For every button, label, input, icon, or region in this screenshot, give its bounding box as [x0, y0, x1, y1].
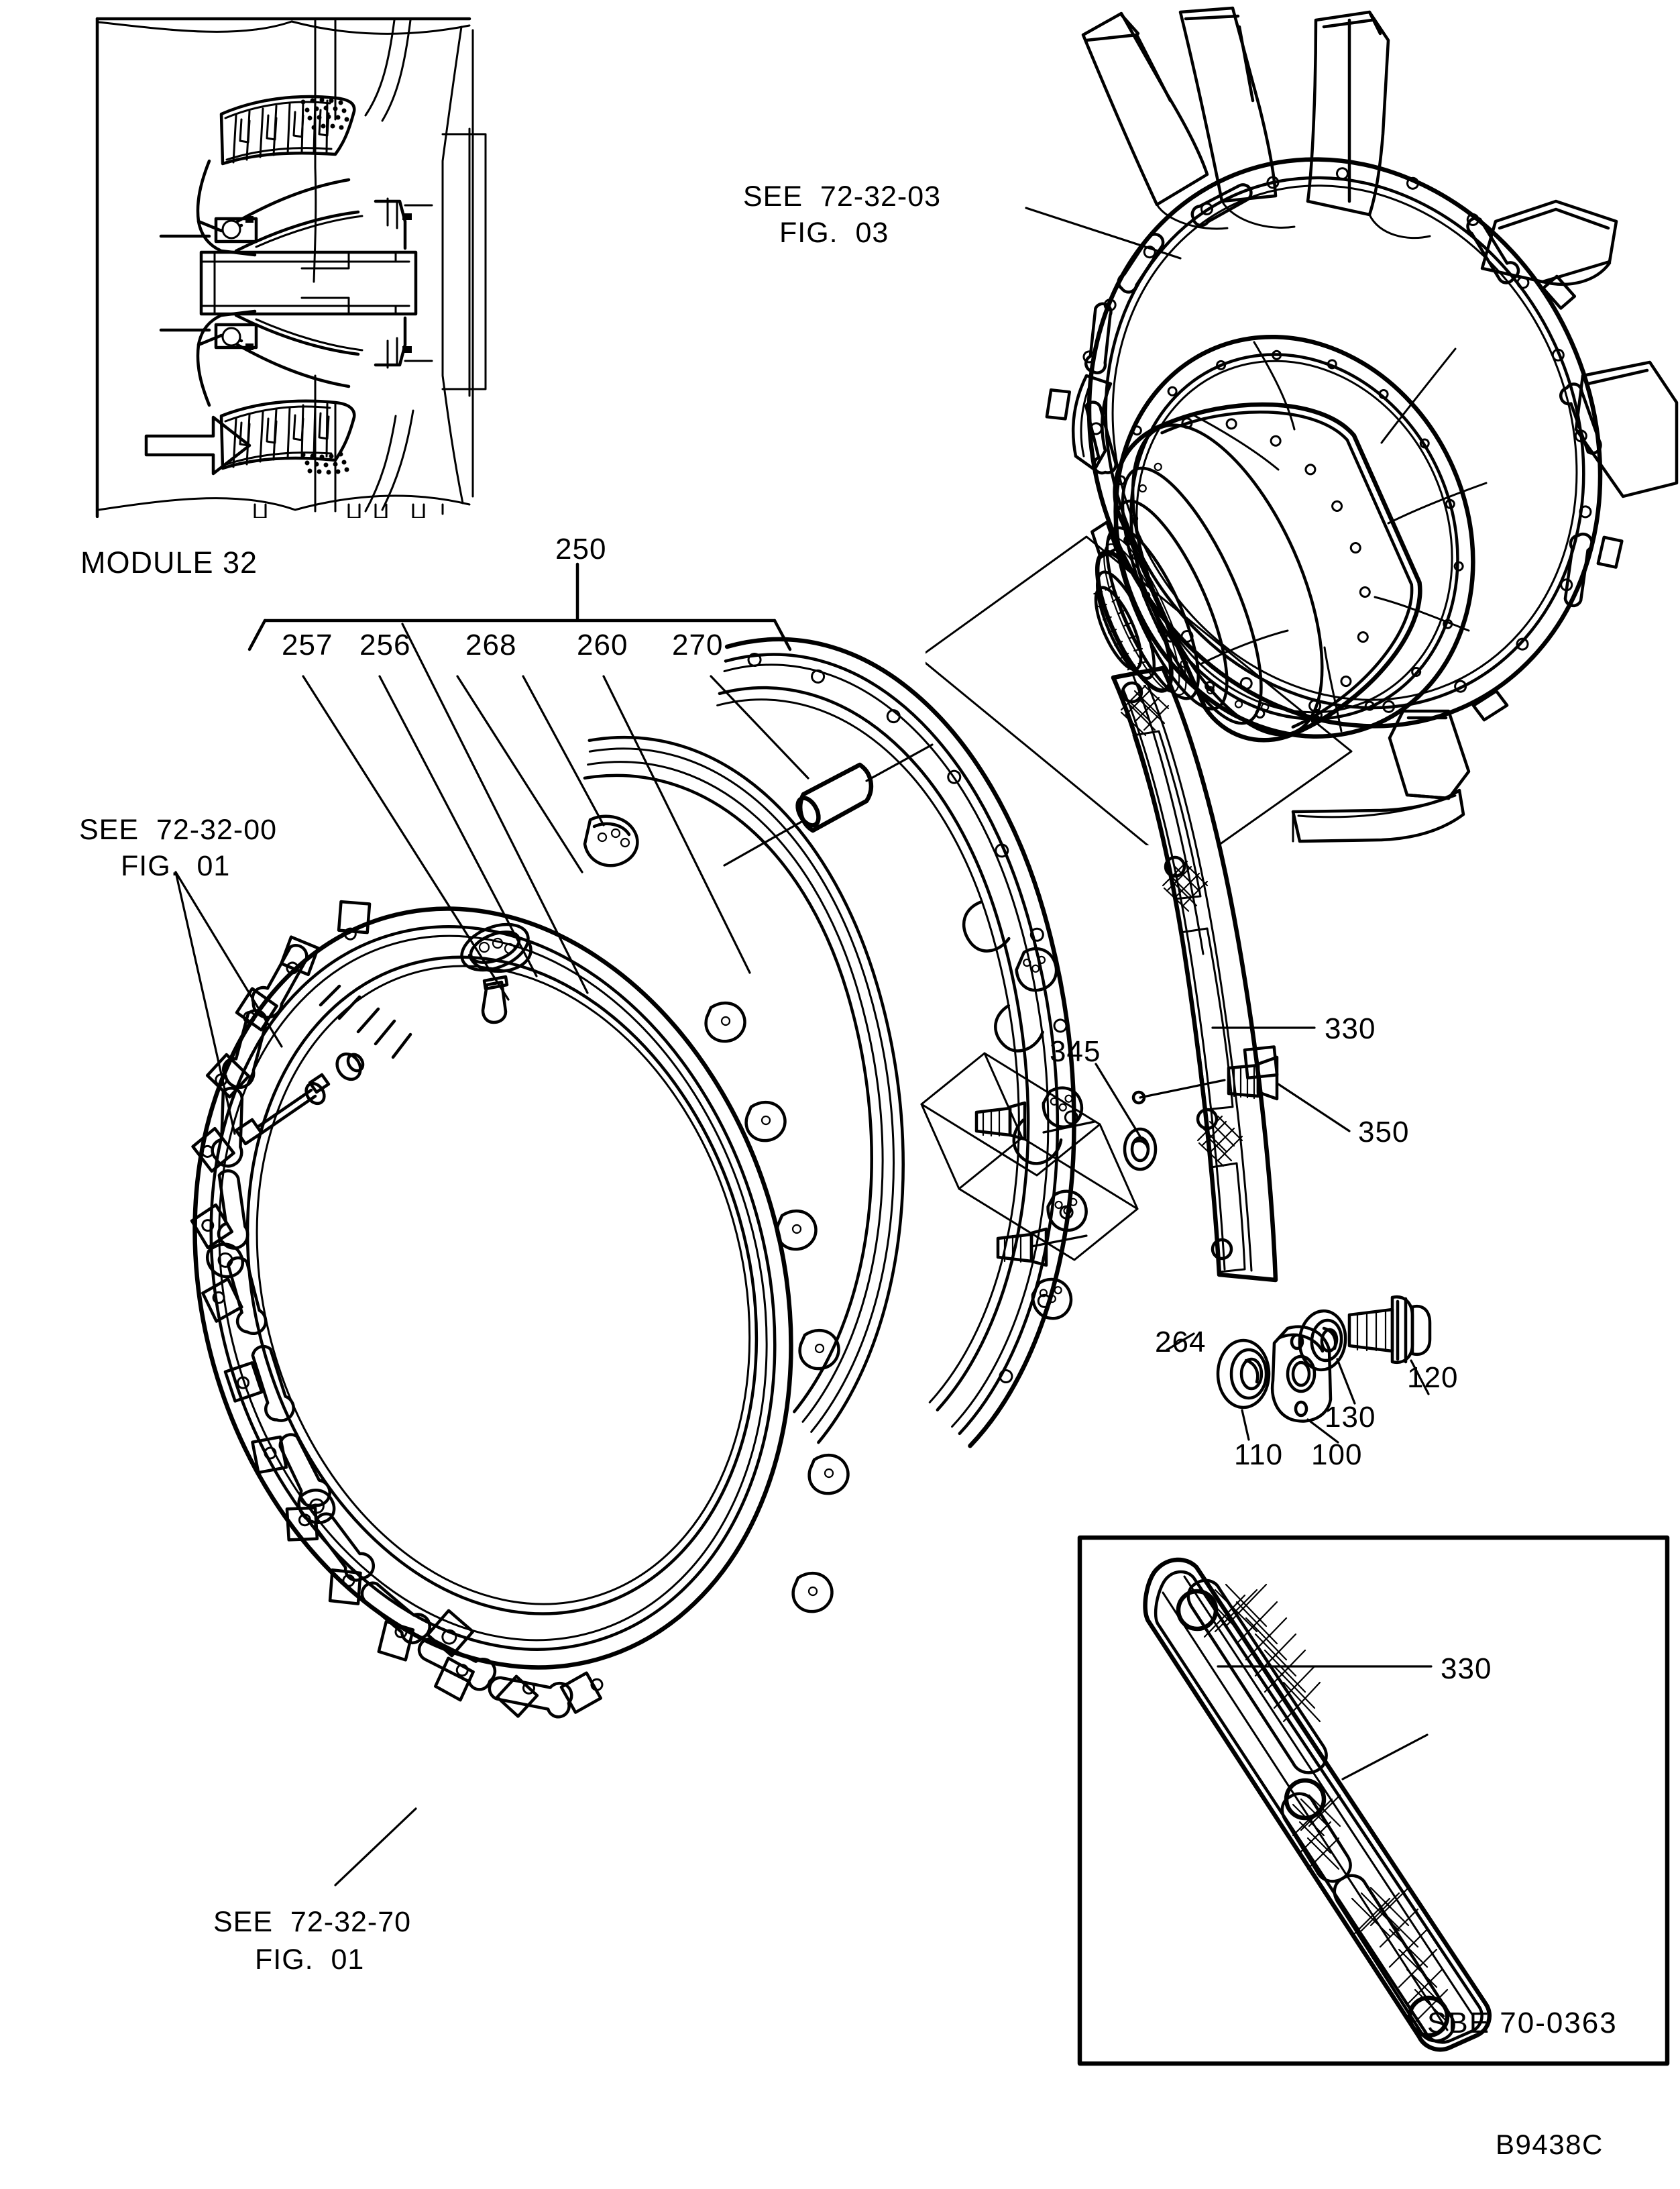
reference-72-32-70-line2: FIG. 01 [255, 1943, 365, 1976]
shroud-segment-330-main [920, 665, 1279, 1283]
screw-264-a [974, 1101, 1027, 1141]
reference-72-32-03-line2: FIG. 03 [779, 217, 889, 249]
bolt-350 [1227, 1045, 1279, 1101]
item-number-260: 260 [577, 629, 628, 661]
hardware-stack [1166, 1295, 1432, 1444]
turbine-frame-assembly-view [926, 6, 1679, 845]
detail-268 [583, 814, 639, 867]
detail-box-330 [1077, 1535, 1670, 2066]
sbe-note: SBE 70-0363 [1427, 2007, 1618, 2039]
item-number-100: 100 [1311, 1438, 1363, 1471]
main-case-ring-assembly [190, 637, 1088, 1719]
assembly-bracket-lines [247, 562, 792, 651]
pad-260 [460, 922, 533, 973]
figure-code: B9438C [1496, 2129, 1604, 2160]
honeycomb-hatch [1203, 1583, 1449, 2023]
washer-130 [1298, 1309, 1347, 1372]
reference-72-32-70-line1: SEE 72-32-70 [213, 1906, 412, 1938]
leader-72-32-70 [334, 1807, 417, 1886]
stud-260 [481, 975, 509, 1024]
module-32-caption: MODULE 32 [80, 545, 258, 580]
bolt-120 [1347, 1295, 1432, 1365]
bolt-257 [234, 1073, 331, 1146]
item-number-256: 256 [359, 629, 411, 661]
screw-264-b [996, 1227, 1048, 1267]
leader-350-to-hole [1139, 1079, 1226, 1099]
reference-72-32-00-line1: SEE 72-32-00 [79, 814, 278, 846]
bushing-345 [1123, 1127, 1158, 1171]
item-number-110: 110 [1234, 1438, 1284, 1471]
item-number-270: 270 [672, 629, 724, 661]
nut-256 [335, 1052, 365, 1081]
reference-72-32-00-line2: FIG. 01 [121, 850, 231, 882]
item-number-350: 350 [1358, 1116, 1410, 1149]
module-32-section-inset [95, 17, 487, 518]
item-number-345: 345 [1050, 1035, 1101, 1068]
item-number-257: 257 [282, 629, 333, 661]
item-number-330: 330 [1325, 1012, 1376, 1045]
leader-72-32-00 [174, 871, 283, 1135]
bushing-270 [795, 762, 873, 833]
item-number-268: 268 [465, 629, 517, 661]
item-number-264: 264 [1155, 1326, 1207, 1358]
264-projection-box [920, 1052, 1139, 1261]
knurl-band [319, 984, 412, 1059]
item-number-120: 120 [1407, 1361, 1459, 1394]
washer-110 [1216, 1338, 1271, 1409]
part-leader-lines [302, 623, 809, 1001]
detail-item-number-330: 330 [1441, 1652, 1492, 1685]
item-number-130: 130 [1325, 1401, 1376, 1434]
item-number-250: 250 [555, 533, 607, 566]
leader-72-32-03 [1025, 207, 1182, 260]
linkage-brackets [704, 1001, 850, 1613]
reference-72-32-03-line1: SEE 72-32-03 [743, 180, 942, 213]
